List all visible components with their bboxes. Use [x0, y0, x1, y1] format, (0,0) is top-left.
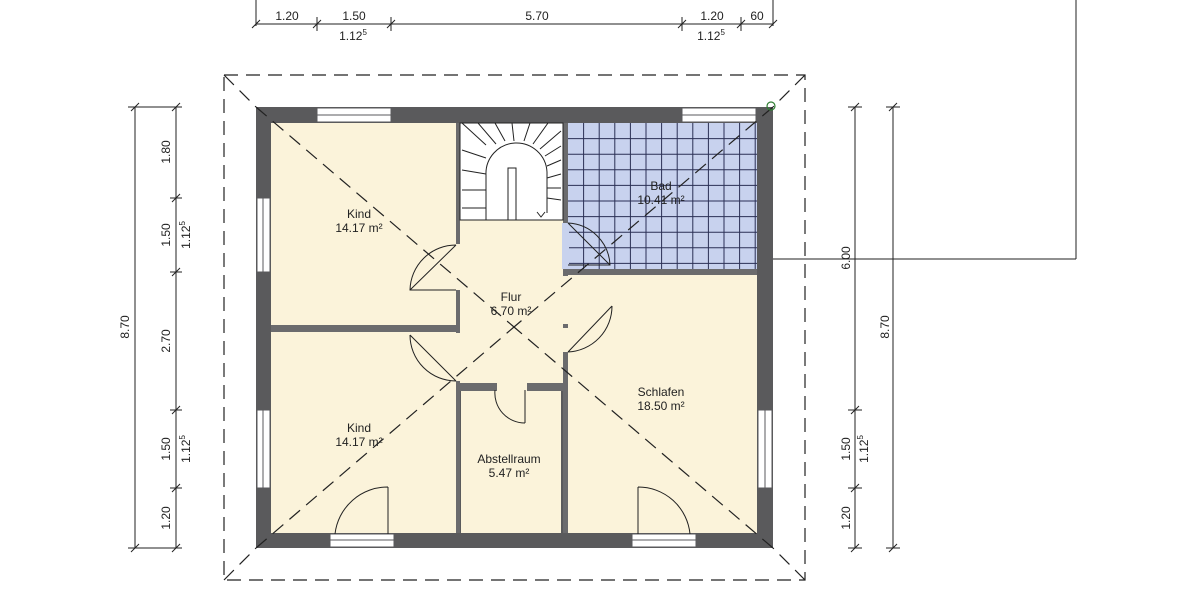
door-swings [334, 222, 691, 535]
reference-point-icon [766, 101, 776, 111]
room-area-kind-top: 14.17 m² [335, 221, 382, 235]
dim-top-4: 1.20 [700, 9, 724, 23]
dim-right-seg-1: 1.50 [839, 437, 853, 461]
dim-top-5: 60 [750, 9, 764, 23]
room-area-abstellraum: 5.47 m² [489, 466, 530, 480]
room-area-flur: 6.70 m² [491, 304, 532, 318]
roof-hip-lines [255, 106, 774, 549]
dim-right-mid: 6.00 [839, 246, 853, 270]
bath-door-opening [562, 223, 569, 269]
dim-left-seg-5: 1.20 [159, 506, 173, 530]
floor-schlafen [568, 275, 757, 533]
floor-kind-bottom [271, 332, 456, 533]
dim-top-2: 1.50 [342, 9, 366, 23]
door-kind-bottom [409, 334, 457, 382]
dim-right-seg-2: 1.20 [839, 506, 853, 530]
dim-left-total: 8.70 [118, 315, 132, 339]
room-area-schlafen: 18.50 m² [637, 399, 684, 413]
dim-top-3: 5.70 [525, 9, 549, 23]
dim-left-seg-1: 1.80 [159, 140, 173, 164]
staircase [459, 122, 564, 221]
roof-outline [223, 74, 806, 581]
dim-top-1: 1.20 [275, 9, 299, 23]
dimension-texts: 1.20 1.50 5.70 1.20 60 1.125 1.125 8.70 … [118, 9, 892, 530]
dimension-lines [128, 0, 1077, 553]
room-name-bad: Bad [650, 179, 671, 193]
door-schlafen [567, 305, 613, 353]
room-name-kind-top: Kind [347, 207, 371, 221]
room-name-flur: Flur [501, 290, 522, 304]
dim-left-sub-1: 1.125 [178, 221, 193, 249]
room-name-kind-bottom: Kind [347, 421, 371, 435]
door-kind-bottom-exit [334, 486, 389, 535]
dim-left-sub-2: 1.125 [178, 435, 193, 463]
door-bad [567, 222, 611, 266]
door-schlafen-exit [637, 486, 691, 535]
room-name-abstellraum: Abstellraum [477, 452, 540, 466]
room-labels: Kind 14.17 m² Bad 10.41 m² Flur 6.70 m² … [335, 179, 684, 480]
room-name-schlafen: Schlafen [638, 385, 685, 399]
dim-right-total: 8.70 [878, 315, 892, 339]
door-kind-top [409, 244, 457, 291]
dim-top-sub-1: 1.125 [339, 28, 367, 43]
floor-kind-top [271, 123, 456, 325]
room-area-kind-bottom: 14.17 m² [335, 435, 382, 449]
dim-left-seg-2: 1.50 [159, 223, 173, 247]
dim-left-seg-4: 1.50 [159, 437, 173, 461]
room-area-bad: 10.41 m² [637, 193, 684, 207]
dim-left-seg-3: 2.70 [159, 329, 173, 353]
dim-top-sub-2: 1.125 [697, 28, 725, 43]
windows [256, 107, 773, 548]
door-openings [455, 244, 569, 392]
door-abstellraum [494, 389, 526, 424]
floor-abstellraum [461, 391, 561, 533]
dim-right-sub-1: 1.125 [856, 435, 871, 463]
